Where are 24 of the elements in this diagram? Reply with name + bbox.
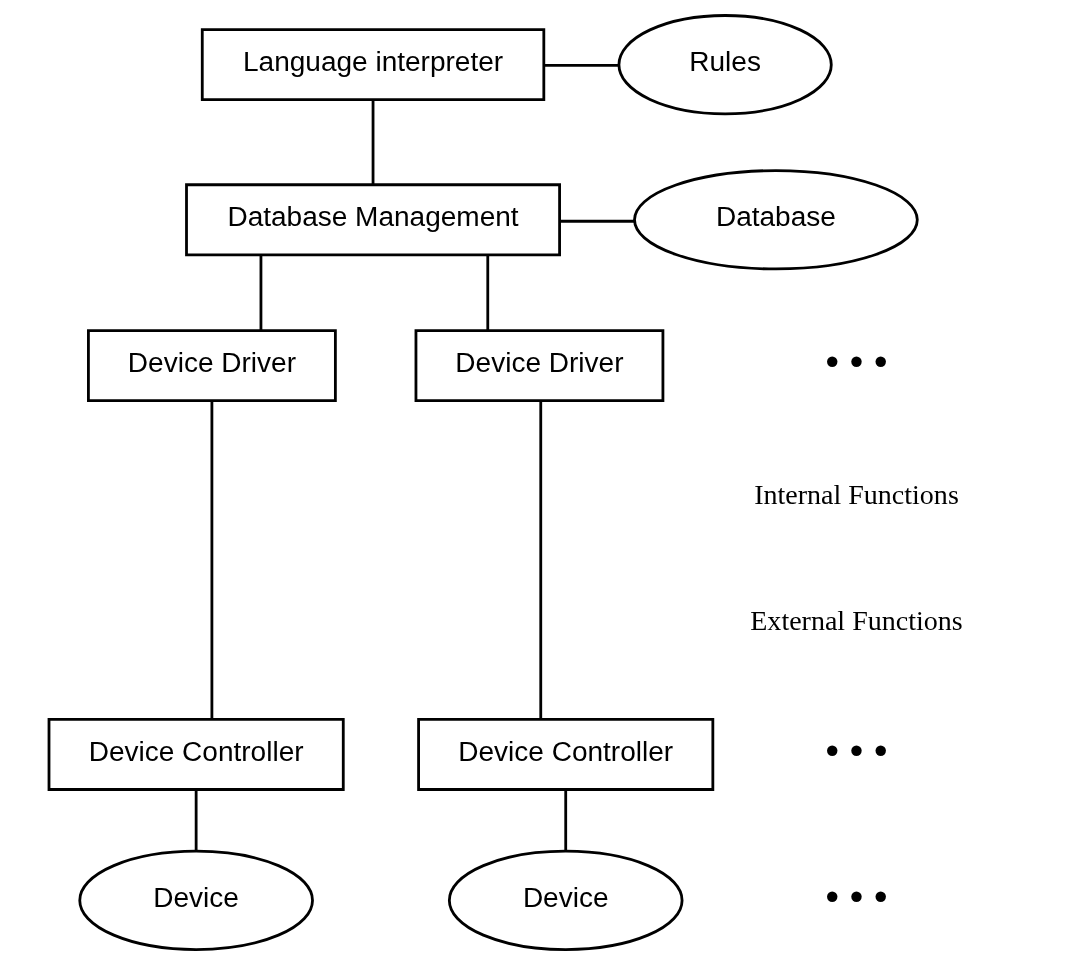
- connector: [259, 255, 262, 331]
- connector: [194, 789, 198, 851]
- node-box: Database Management: [184, 183, 561, 257]
- label: • • •: [825, 875, 887, 919]
- node-ellipse: Device: [77, 849, 314, 951]
- connector: [485, 255, 489, 331]
- node-ellipse: Database: [632, 169, 919, 271]
- connector: [371, 99, 374, 185]
- label: • • •: [825, 340, 887, 384]
- node-box: Device Controller: [47, 718, 345, 791]
- label: • • •: [825, 729, 887, 773]
- connector: [563, 789, 567, 851]
- node-box: Device Driver: [414, 329, 664, 403]
- connector: [538, 400, 542, 720]
- node-ellipse: Rules: [617, 14, 833, 116]
- connector: [210, 400, 213, 720]
- node-box: Device Driver: [86, 329, 337, 403]
- node-ellipse: Device: [447, 849, 683, 951]
- label: External Functions: [749, 604, 963, 636]
- connector: [559, 219, 634, 223]
- node-box: Device Controller: [416, 718, 714, 791]
- connector: [543, 64, 618, 67]
- label: Internal Functions: [753, 478, 959, 510]
- node-box: Language interpreter: [200, 28, 545, 102]
